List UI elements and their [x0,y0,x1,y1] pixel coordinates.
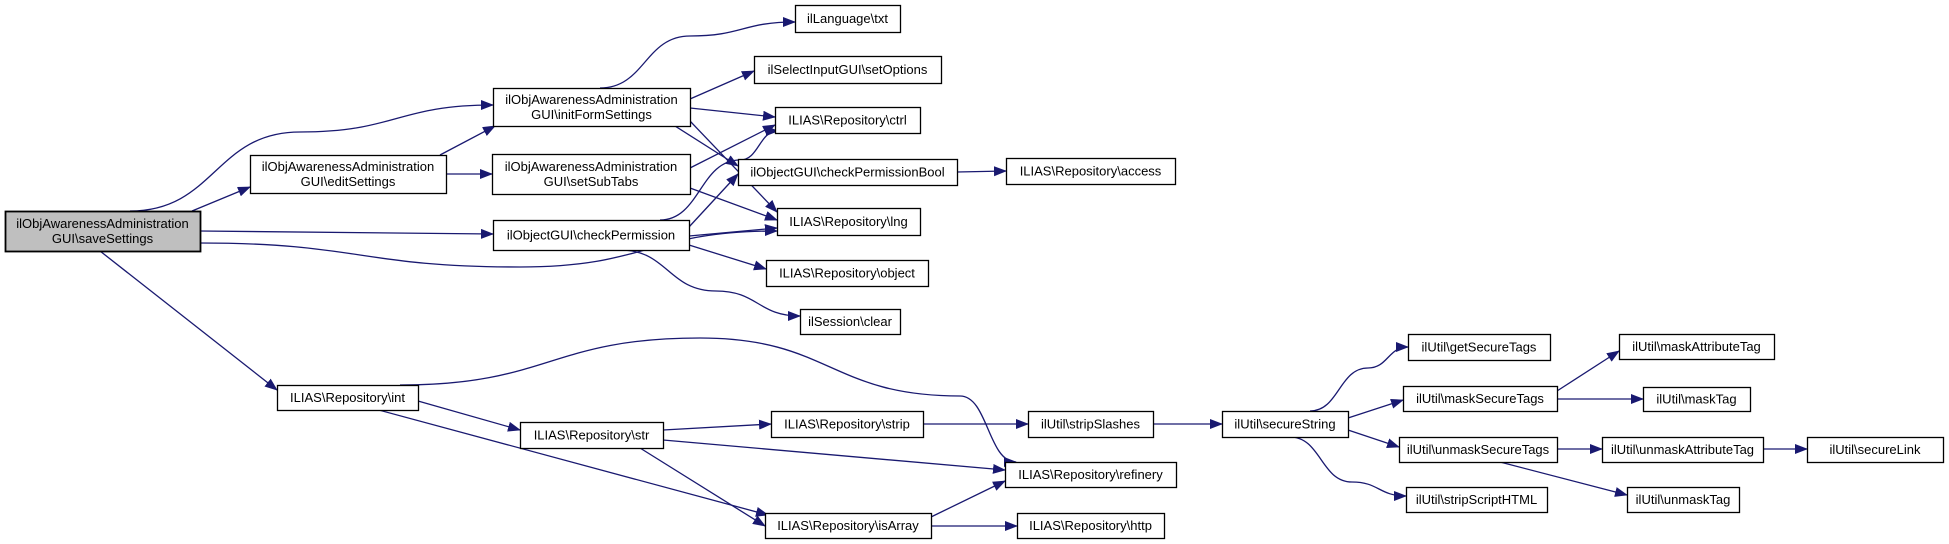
graph-node-strip[interactable]: ILIAS\Repository\strip [770,410,925,439]
graph-node-maskSecureTags[interactable]: ilUtil\maskSecureTags [1402,385,1559,413]
edge-secureString-getSecureTags [1309,342,1409,412]
node-box [1405,486,1549,514]
edge-checkPermissionBool-access [956,166,1007,177]
graph-node-saveSettings[interactable]: ilObjAwarenessAdministrationGUI\saveSett… [4,210,202,253]
graph-node-clear[interactable]: ilSession\clear [799,308,902,336]
graph-node-maskAttributeTag[interactable]: ilUtil\maskAttributeTag [1618,333,1776,361]
node-box [1398,436,1559,464]
edge-int-refinery [399,337,1017,467]
edge-setSubTabs-lng [689,187,778,221]
node-box [492,87,692,128]
graph-node-lng[interactable]: ILIAS\Repository\lng [776,207,922,237]
edge-int-isArray [374,408,769,517]
edge-secureString-maskSecureTags [1347,398,1404,419]
edge-initFormSettings-setOptions [689,70,755,100]
graph-node-editSettings[interactable]: ilObjAwarenessAdministrationGUI\editSett… [249,154,448,195]
edge-initFormSettings-txt [599,17,796,89]
node-box [519,421,665,450]
node-box [492,219,691,252]
edge-saveSettings-checkPermission [199,228,494,239]
node-box [799,308,902,336]
node-box [1626,486,1741,514]
edge-checkPermission-clear [619,249,801,321]
graph-node-int[interactable]: ILIAS\Repository\int [276,384,420,412]
graph-node-refinery[interactable]: ILIAS\Repository\refinery [1004,461,1178,489]
graph-node-http[interactable]: ILIAS\Repository\http [1016,512,1166,540]
graph-node-access[interactable]: ILIAS\Repository\access [1005,157,1177,186]
edge-maskSecureTags-maskAttributeTag [1556,350,1620,392]
focus-node-box [4,210,202,253]
node-box [491,153,692,196]
graph-node-getSecureTags[interactable]: ilUtil\getSecureTags [1407,333,1552,362]
node-box [1402,385,1559,413]
node-box [276,384,420,412]
node-box [1642,386,1752,413]
graph-node-initFormSettings[interactable]: ilObjAwarenessAdministrationGUI\initForm… [492,87,692,128]
node-box [1016,512,1166,540]
graph-node-unmaskAttributeTag[interactable]: ilUtil\unmaskAttributeTag [1601,436,1765,464]
edge-initFormSettings-ctrl [689,107,776,121]
edge-secureString-unmaskSecureTags [1347,429,1400,448]
graph-node-isArray[interactable]: ILIAS\Repository\isArray [764,512,933,540]
node-box [1601,436,1765,464]
edge-secureString-stripScriptHTML [1289,436,1407,501]
edge-checkPermission-object [688,244,767,271]
edge-saveSettings-editSettings [191,186,251,212]
edge-saveSettings-int [99,250,278,391]
node-box [1004,461,1178,489]
graph-node-unmaskSecureTags[interactable]: ilUtil\unmaskSecureTags [1398,436,1559,464]
graph-node-stripSlashes[interactable]: ilUtil\stripSlashes [1027,410,1155,439]
node-box [764,512,933,540]
node-box [1407,333,1552,362]
edge-unmaskSecureTags-unmaskTag [1499,461,1628,497]
edge-checkPermission-ctrl [659,126,779,221]
node-box [765,259,930,288]
node-box [753,55,943,85]
edge-initFormSettings-lng [689,120,778,213]
graph-node-unmaskTag[interactable]: ilUtil\unmaskTag [1626,486,1741,514]
edge-str-strip [662,419,772,431]
node-box [249,154,448,195]
edge-saveSettings-initFormSettings [129,100,494,212]
graph-node-setSubTabs[interactable]: ilObjAwarenessAdministrationGUI\setSubTa… [491,153,692,196]
edge-checkPermission-lng [688,224,778,237]
graph-node-object[interactable]: ILIAS\Repository\object [765,259,930,288]
node-box [1618,333,1776,361]
edge-str-isArray [639,447,766,527]
node-box [1005,157,1177,186]
graph-node-setOptions[interactable]: ilSelectInputGUI\setOptions [753,55,943,85]
graph-node-checkPermissionBool[interactable]: ilObjectGUI\checkPermissionBool [737,158,959,187]
graph-node-stripScriptHTML[interactable]: ilUtil\stripScriptHTML [1405,486,1549,514]
node-box [1221,410,1350,439]
node-box [1027,410,1155,439]
edge-isArray-refinery [930,480,1006,518]
graph-node-maskTag[interactable]: ilUtil\maskTag [1642,386,1752,413]
graph-node-txt[interactable]: ilLanguage\txt [794,4,902,34]
node-box [774,106,922,135]
graph-node-secureLink[interactable]: ilUtil\secureLink [1806,436,1945,464]
node-box [1806,436,1945,464]
node-box [776,207,922,237]
edge-str-refinery [662,439,1006,474]
edge-int-str [417,400,521,432]
edge-checkPermission-checkPermissionBool [688,173,739,228]
graph-node-checkPermission[interactable]: ilObjectGUI\checkPermission [492,219,691,252]
node-box [794,4,902,34]
graph-node-ctrl[interactable]: ILIAS\Repository\ctrl [774,106,922,135]
edge-setSubTabs-ctrl [689,124,776,169]
graph-node-secureString[interactable]: ilUtil\secureString [1221,410,1350,439]
edge-editSettings-initFormSettings [439,125,496,156]
graph-node-str[interactable]: ILIAS\Repository\str [519,421,665,450]
node-box [770,410,925,439]
node-box [737,158,959,187]
